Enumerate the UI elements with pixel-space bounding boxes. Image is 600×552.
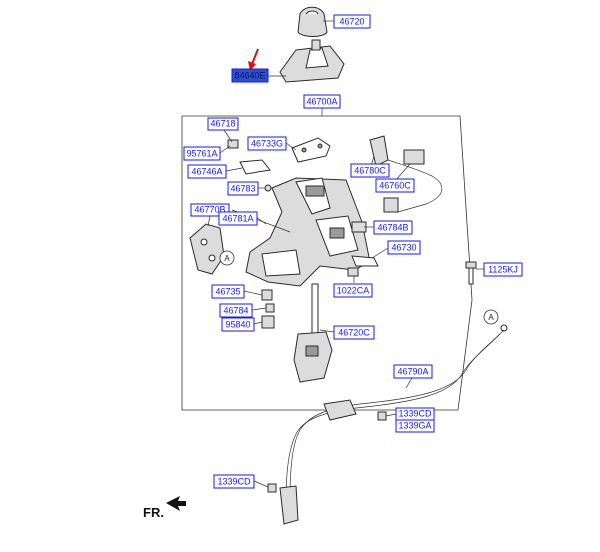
label-46720[interactable]: 46720 — [333, 14, 371, 29]
svg-text:1339CD: 1339CD — [398, 408, 432, 418]
small-parts-left — [227, 139, 291, 233]
lower-connector-parts — [261, 221, 379, 329]
label-46790A[interactable]: 46790A — [393, 364, 433, 379]
svg-text:84640E: 84640E — [234, 70, 265, 80]
label-46780C[interactable]: 46780C — [350, 163, 390, 178]
label-46784B[interactable]: 46784B — [373, 220, 413, 235]
label-1339GA[interactable]: 1339GA — [395, 419, 435, 433]
svg-text:46700A: 46700A — [306, 96, 337, 106]
label-46781A[interactable]: 46781A — [218, 211, 258, 226]
bolt-1125KJ — [465, 261, 477, 285]
label-46733G[interactable]: 46733G — [247, 136, 287, 151]
label-84640E[interactable]: 84640E — [231, 68, 269, 83]
svg-text:1125KJ: 1125KJ — [488, 264, 518, 274]
label-46700A[interactable]: 46700A — [303, 94, 341, 109]
label-1125KJ[interactable]: 1125KJ — [483, 262, 523, 277]
label-1022CA[interactable]: 1022CA — [333, 283, 373, 298]
svg-text:46718: 46718 — [210, 118, 235, 128]
svg-text:46735: 46735 — [215, 286, 240, 296]
svg-text:46770B: 46770B — [194, 204, 225, 214]
label-1339CD-lower[interactable]: 1339CD — [213, 474, 255, 489]
label-95840[interactable]: 95840 — [221, 317, 255, 332]
svg-text:95840: 95840 — [225, 319, 250, 329]
bracket-46733G — [291, 137, 331, 163]
svg-text:46784: 46784 — [223, 305, 248, 315]
svg-text:46746A: 46746A — [191, 166, 222, 176]
svg-text:46781A: 46781A — [222, 213, 253, 223]
label-46730[interactable]: 46730 — [387, 240, 421, 255]
leader-lines — [207, 20, 484, 488]
label-46735[interactable]: 46735 — [211, 284, 245, 299]
shift-cable — [267, 324, 508, 525]
svg-text:46760C: 46760C — [379, 180, 411, 190]
shifter-housing — [245, 177, 371, 287]
label-95761A[interactable]: 95761A — [183, 146, 221, 161]
label-46783[interactable]: 46783 — [227, 181, 259, 196]
svg-text:46790A: 46790A — [397, 366, 428, 376]
label-1339CD-upper[interactable]: 1339CD — [395, 407, 435, 421]
mount-plate-46770B — [189, 223, 225, 275]
callout-a-1-text: A — [224, 254, 230, 263]
front-direction-indicator: FR. — [143, 496, 186, 520]
front-direction-label: FR. — [143, 505, 164, 520]
svg-text:46733G: 46733G — [251, 138, 283, 148]
shift-lever-linkage — [293, 283, 333, 383]
svg-text:46780C: 46780C — [354, 165, 386, 175]
label-46784[interactable]: 46784 — [219, 303, 253, 318]
shift-knob — [297, 6, 328, 37]
svg-text:1339GA: 1339GA — [398, 420, 431, 430]
red-pointer-arrow — [248, 48, 259, 71]
wiring-harness — [369, 135, 443, 213]
label-46718[interactable]: 46718 — [207, 117, 239, 131]
assembly-frame — [181, 115, 473, 411]
svg-text:1339CD: 1339CD — [217, 476, 251, 486]
callout-a-1: A — [219, 250, 235, 266]
label-46720C[interactable]: 46720C — [333, 325, 375, 340]
shift-boot — [279, 39, 345, 83]
svg-text:46783: 46783 — [230, 183, 255, 193]
svg-text:95761A: 95761A — [186, 148, 217, 158]
label-46760C[interactable]: 46760C — [375, 178, 415, 193]
svg-text:46730: 46730 — [391, 242, 416, 252]
svg-text:46720: 46720 — [339, 16, 364, 26]
callout-a-2-text: A — [488, 313, 494, 322]
svg-text:46720C: 46720C — [338, 327, 370, 337]
svg-text:1022CA: 1022CA — [337, 285, 370, 295]
front-arrow-icon — [166, 496, 186, 511]
svg-text:46784B: 46784B — [377, 222, 408, 232]
label-46746A[interactable]: 46746A — [187, 164, 227, 179]
callout-a-2: A — [483, 309, 499, 325]
